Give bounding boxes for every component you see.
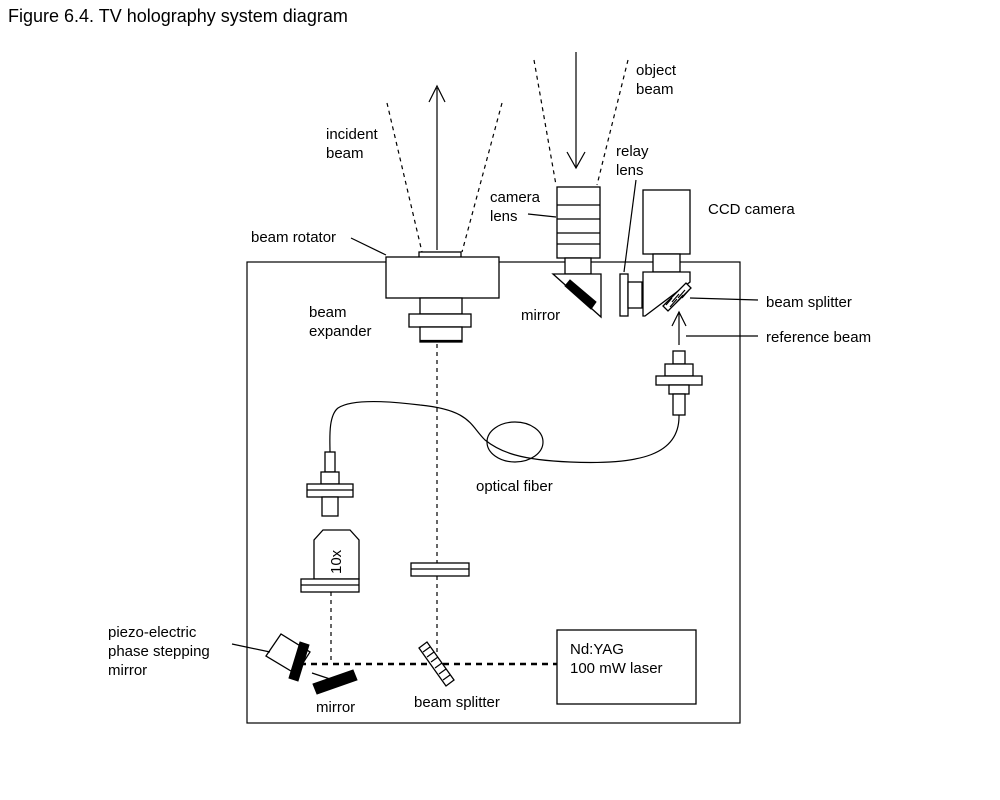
figure-title: Figure 6.4. TV holography system diagram xyxy=(8,6,348,26)
camera-lens-label-2: lens xyxy=(490,208,518,225)
beam-rotator-leader xyxy=(350,237,387,256)
optical-fiber-loop xyxy=(486,421,544,463)
object-beam-label-2: beam xyxy=(636,81,674,98)
object-beam-arrow xyxy=(566,52,586,170)
laser-label-2: 100 mW laser xyxy=(570,660,663,677)
camera-lens-mount xyxy=(564,257,592,275)
beam-expander-lower xyxy=(419,326,463,343)
fiber-collimator-top xyxy=(655,350,703,416)
beam-splitter-bottom-label: beam splitter xyxy=(414,694,500,711)
object-beam-label-1: object xyxy=(636,62,677,79)
objective-label: 10x xyxy=(328,549,345,574)
fiber-coupler-left xyxy=(306,451,354,517)
incident-beam-label-2: beam xyxy=(326,145,364,162)
beam-expander-label-1: beam xyxy=(309,304,347,321)
ccd-camera xyxy=(642,189,691,255)
optical-fiber xyxy=(329,400,680,464)
camera-lens xyxy=(556,186,601,259)
beam-splitter-cube-top xyxy=(642,271,691,317)
relay-lens-leader xyxy=(623,179,637,273)
beam-splitter-bottom xyxy=(418,641,455,687)
mirror-top-label: mirror xyxy=(521,307,560,324)
mirror-bottom-label: mirror xyxy=(316,699,355,716)
optical-fiber-label: optical fiber xyxy=(476,478,553,495)
camera-lens-label-1: camera xyxy=(490,189,541,206)
beam-expander-label-2: expander xyxy=(309,323,372,340)
incident-beam-label-1: incident xyxy=(326,126,379,143)
piezo-label-2: phase stepping xyxy=(108,643,210,660)
beam-rotator xyxy=(385,256,500,299)
camera-lens-leader xyxy=(527,213,557,218)
piezo-leader xyxy=(231,643,271,653)
beam-expander-upper xyxy=(419,297,463,315)
piezo-label-3: mirror xyxy=(108,662,147,679)
piezo-label-1: piezo-electric xyxy=(108,624,197,641)
objective-lens xyxy=(300,529,360,593)
beam-splitter-top-leader xyxy=(689,297,759,301)
mirror-top xyxy=(564,279,597,310)
object-beam-lines xyxy=(533,59,629,186)
reference-beam-arrow xyxy=(671,310,687,345)
beam-rotator-label: beam rotator xyxy=(251,229,336,246)
mirror-bottom-leader xyxy=(311,672,331,680)
incident-beam-lines xyxy=(386,102,503,253)
ccd-camera-label: CCD camera xyxy=(708,201,795,218)
piezo-mirror xyxy=(288,641,310,682)
laser-label-1: Nd:YAG xyxy=(570,641,624,658)
incident-beam-arrow xyxy=(428,84,446,250)
beam-splitter-top-label: beam splitter xyxy=(766,294,852,311)
relay-lens-label-2: lens xyxy=(616,162,644,179)
relay-lens-label-1: relay xyxy=(616,143,649,160)
beam-expander-flange xyxy=(408,313,472,328)
laser-box xyxy=(556,629,697,705)
reference-beam-label: reference beam xyxy=(766,329,871,346)
relay-lens xyxy=(619,273,629,317)
beam-splitter-top xyxy=(662,282,692,312)
mirror-bottom xyxy=(312,669,358,695)
ccd-camera-mount xyxy=(652,253,681,273)
relay-lens-holder xyxy=(627,281,643,309)
